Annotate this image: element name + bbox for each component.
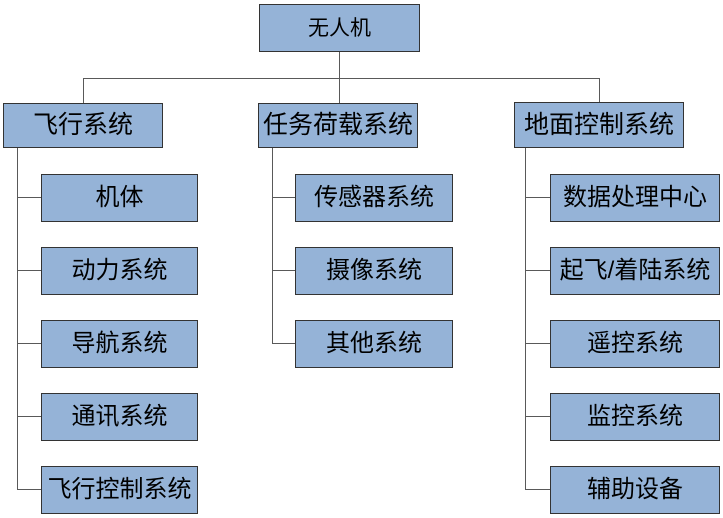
connector-level2-rail [83,78,600,79]
connector-stub-ground-control-system [599,78,600,102]
connector-stub-navigation-system [17,343,41,344]
connector-trunk-mission-payload-system [272,148,273,344]
connector-root-stem [339,52,340,78]
node-monitoring-system: 监控系统 [550,393,720,441]
node-communication-system: 通讯系统 [41,393,198,441]
node-other-system: 其他系统 [295,320,453,368]
node-airframe: 机体 [41,174,198,222]
node-uav: 无人机 [259,4,420,52]
node-sensor-system: 传感器系统 [295,174,453,222]
node-ground-control-system: 地面控制系统 [514,102,684,148]
node-takeoff-landing-system: 起飞/着陆系统 [550,247,720,295]
connector-stub-power-system [17,270,41,271]
node-power-system: 动力系统 [41,247,198,295]
connector-stub-takeoff-landing-system [525,270,550,271]
node-remote-control-system: 遥控系统 [550,320,720,368]
connector-stub-flight-control-system [17,489,41,490]
connector-stub-mission-payload-system [339,78,340,103]
node-mission-payload-system: 任务荷载系统 [258,103,418,148]
connector-stub-other-system [272,343,295,344]
connector-stub-auxiliary-equipment [525,489,550,490]
connector-stub-airframe [17,197,41,198]
connector-stub-sensor-system [272,197,295,198]
node-data-processing-center: 数据处理中心 [550,174,720,222]
connector-stub-communication-system [17,416,41,417]
node-camera-system: 摄像系统 [295,247,453,295]
connector-stub-remote-control-system [525,343,550,344]
connector-trunk-ground-control-system [525,148,526,490]
node-auxiliary-equipment: 辅助设备 [550,466,720,514]
node-flight-system: 飞行系统 [3,103,163,148]
connector-stub-monitoring-system [525,416,550,417]
connector-stub-data-processing-center [525,197,550,198]
node-navigation-system: 导航系统 [41,320,198,368]
connector-trunk-flight-system [17,148,18,490]
connector-stub-flight-system [83,78,84,103]
connector-stub-camera-system [272,270,295,271]
node-flight-control-system: 飞行控制系统 [41,466,198,514]
